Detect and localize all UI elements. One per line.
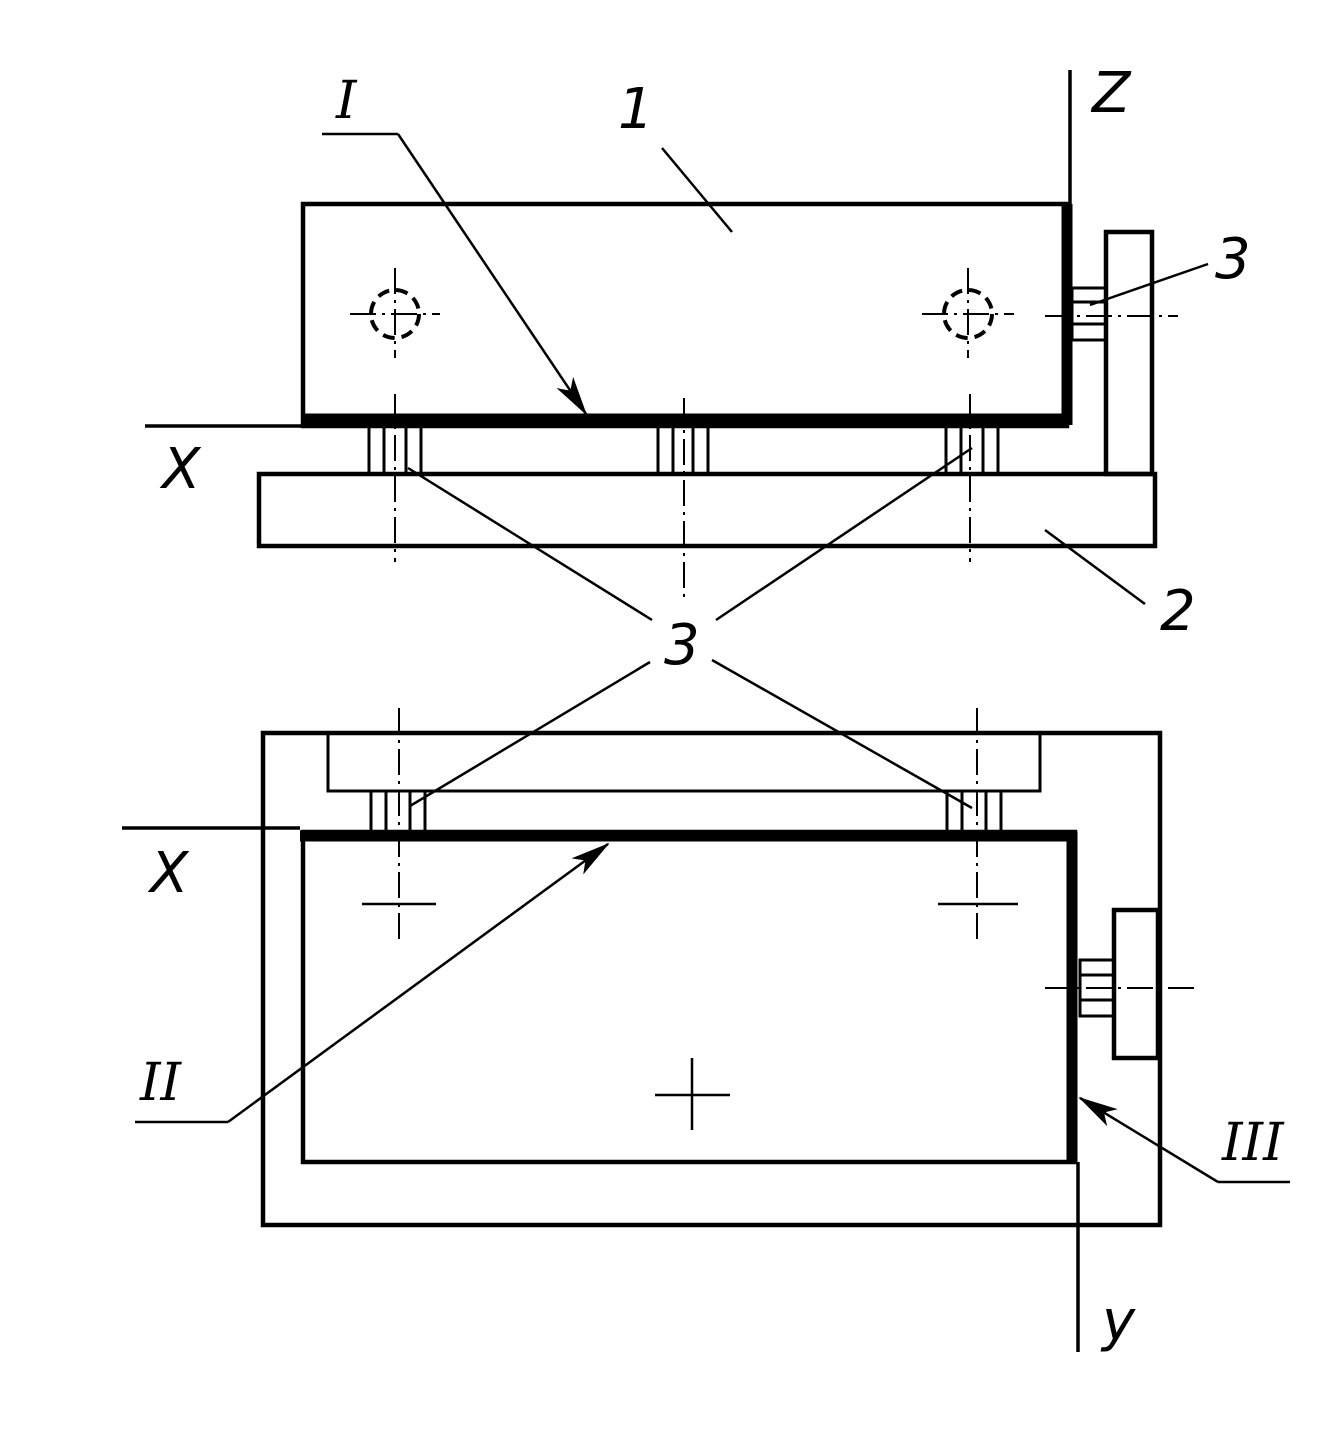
label-III: III	[1221, 1113, 1285, 1173]
top-bar-bottom	[326, 731, 1042, 793]
support-right-top	[944, 424, 1000, 476]
leader-I	[396, 133, 588, 416]
hole-left-top	[369, 288, 421, 340]
leader-3-side	[1089, 262, 1209, 307]
label-I: I	[335, 71, 358, 131]
leader-3-d	[711, 658, 973, 810]
side-stop-bottom	[1111, 907, 1161, 1061]
label-z: Z	[1090, 61, 1132, 126]
labels: I 1 Z 3 X 2 3 X II III y	[139, 61, 1285, 1354]
hole-right-top	[942, 288, 994, 340]
leader-1	[661, 147, 733, 233]
label-2: 2	[1160, 579, 1196, 644]
label-II: II	[139, 1053, 183, 1113]
top-view	[145, 70, 1178, 598]
leader-2	[1044, 528, 1146, 606]
leader-3-a	[407, 466, 653, 622]
outer-frame-bottom	[260, 730, 1163, 1228]
bottom-view	[122, 708, 1198, 1352]
leader-III	[1078, 1096, 1219, 1184]
label-y: y	[1100, 1289, 1136, 1354]
workpiece-bottom	[300, 829, 1078, 1165]
label-3-side: 3	[1215, 227, 1251, 292]
leader-3-c	[409, 660, 651, 808]
side-plate-top	[1103, 229, 1155, 477]
label-x-top: X	[159, 437, 202, 502]
base-plate-2	[256, 471, 1158, 549]
label-x-bottom: X	[147, 841, 190, 906]
leaders	[135, 132, 1290, 1184]
label-1: 1	[618, 77, 654, 142]
label-3-center: 3	[664, 613, 700, 678]
leader-3-b	[715, 446, 973, 622]
leader-II	[227, 842, 610, 1124]
support-side-top	[1070, 286, 1108, 342]
support-right-bottom	[945, 789, 1003, 834]
